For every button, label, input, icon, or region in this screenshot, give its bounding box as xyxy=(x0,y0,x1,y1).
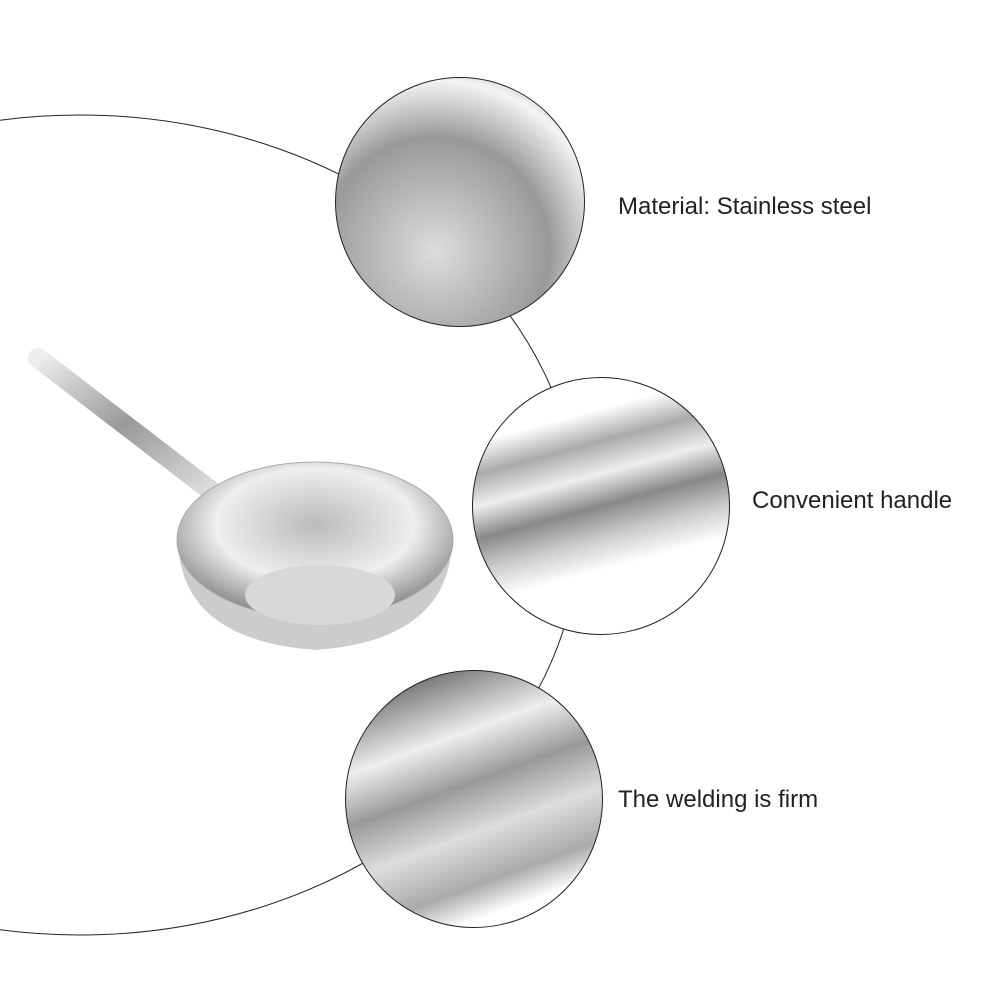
feature-label-welding: The welding is firm xyxy=(618,786,819,813)
detail-circle-welding xyxy=(345,670,603,928)
detail-circle-material xyxy=(335,77,585,327)
feature-label-handle: Convenient handle xyxy=(752,487,953,514)
feature-label-material: Material: Stainless steel xyxy=(618,193,872,220)
detail-circle-handle xyxy=(472,377,730,635)
ladle-image xyxy=(28,348,454,650)
